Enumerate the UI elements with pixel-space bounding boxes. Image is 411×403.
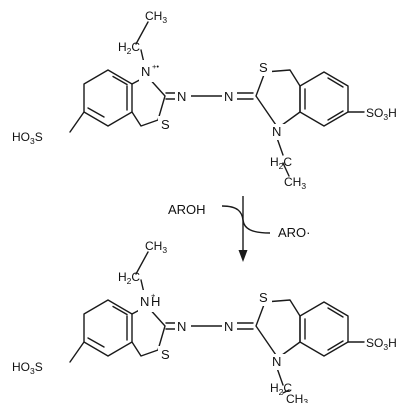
bottom-right-thiazole-ring xyxy=(255,299,301,359)
top-right-sulfur: S xyxy=(259,60,268,75)
bottom-right-benzene-ring xyxy=(299,301,349,357)
top-left-nitrogen: N xyxy=(141,64,150,79)
bottom-nitrogen-hydrogen: H xyxy=(151,294,160,309)
bottom-left-nitrogen: N xyxy=(140,294,149,309)
radical-cation-charge: +• xyxy=(152,62,159,71)
bottom-azine-nitrogen-1: N xyxy=(177,319,186,334)
top-left-methyl: CH3 xyxy=(145,9,167,25)
top-right-methyl: CH3 xyxy=(284,175,306,191)
top-azine-nitrogen-2: N xyxy=(224,89,233,104)
reaction-arrowhead xyxy=(238,250,248,262)
product-label: ARO· xyxy=(278,225,311,240)
bottom-right-nitrogen: N xyxy=(272,354,281,369)
abts-radical-cation: N +• S N N S N CH3 H2C HO3S SO3H H2C CH3 xyxy=(12,9,397,191)
top-left-sulfur: S xyxy=(161,117,170,132)
bottom-left-methylene: H2C xyxy=(118,270,140,286)
right-benzene-ring xyxy=(299,71,349,127)
bottom-left-benzene-ring xyxy=(83,299,133,357)
top-right-methylene: H2C xyxy=(270,155,292,171)
left-benzene-ring xyxy=(83,69,133,127)
bottom-right-sulfonate-group: SO3H xyxy=(366,336,397,352)
abts-protonated: N + H S N N S N CH3 H2C HO3S SO3H H2C CH… xyxy=(12,239,397,403)
reaction-arrow-group: AROH ARO· xyxy=(168,196,311,262)
bottom-left-methyl: CH3 xyxy=(145,239,167,255)
reactant-label: AROH xyxy=(168,202,206,217)
bottom-right-methyl: CH3 xyxy=(286,392,308,403)
right-thiazole-ring xyxy=(255,69,301,129)
top-right-sulfonate-group: SO3H xyxy=(366,106,397,122)
top-left-methylene: H2C xyxy=(118,40,140,56)
side-reaction-curve xyxy=(221,205,271,234)
bottom-cation-charge: + xyxy=(151,291,156,300)
top-azine-nitrogen-1: N xyxy=(177,89,186,104)
bottom-right-methylene: H2C xyxy=(270,381,292,397)
bottom-left-sulfur: S xyxy=(161,347,170,362)
top-right-nitrogen: N xyxy=(272,124,281,139)
bottom-azine-nitrogen-2: N xyxy=(224,319,233,334)
top-left-sulfonate-group: HO3S xyxy=(12,130,43,146)
bottom-right-sulfur: S xyxy=(259,290,268,305)
bottom-left-sulfonate-group: HO3S xyxy=(12,360,43,376)
